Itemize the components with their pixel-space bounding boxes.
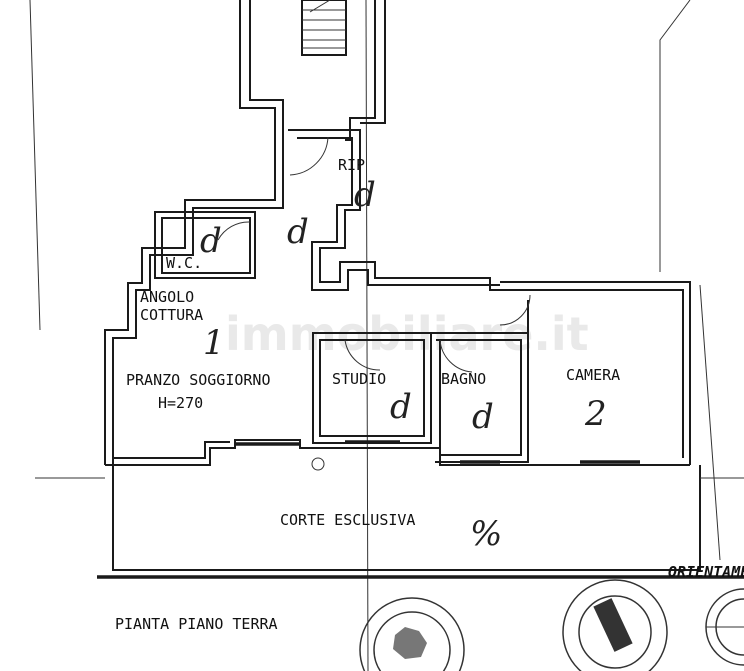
handwritten-d: d	[472, 397, 494, 437]
plan-title: PIANTA PIANO TERRA	[115, 615, 278, 633]
compass-icon	[705, 588, 744, 666]
staircase	[301, 0, 347, 56]
handwritten-d: d	[354, 175, 376, 215]
label-bagno: BAGNO	[441, 370, 486, 388]
stamp-catasto	[562, 579, 668, 671]
label-cottura: COTTURA	[140, 306, 203, 324]
boundary-line	[699, 284, 721, 561]
label-rip: RIP	[338, 156, 365, 174]
label-wc: W.C.	[166, 254, 202, 272]
label-camera: CAMERA	[566, 366, 620, 384]
doors	[217, 136, 640, 464]
orientation-label: ORIENTAME	[668, 563, 744, 581]
label-height: H=270	[158, 394, 203, 412]
handwritten-d: d	[287, 212, 309, 252]
courtyard	[35, 457, 744, 579]
stamp-ufficio-territorio	[359, 597, 465, 671]
handwritten-d: d	[200, 221, 222, 261]
handwritten-d: d	[390, 387, 412, 427]
handwritten-percent: %	[470, 514, 502, 554]
handwritten-2: 2	[584, 394, 607, 434]
handwritten-1: 1	[203, 323, 225, 363]
label-angolo: ANGOLO	[140, 288, 194, 306]
label-pranzo-soggiorno: PRANZO SOGGIORNO	[126, 371, 271, 389]
boundary-line	[659, 0, 691, 272]
label-studio: STUDIO	[332, 370, 386, 388]
boundary-line	[29, 0, 41, 331]
label-corte: CORTE ESCLUSIVA	[280, 511, 415, 529]
scan-line	[365, 0, 369, 671]
